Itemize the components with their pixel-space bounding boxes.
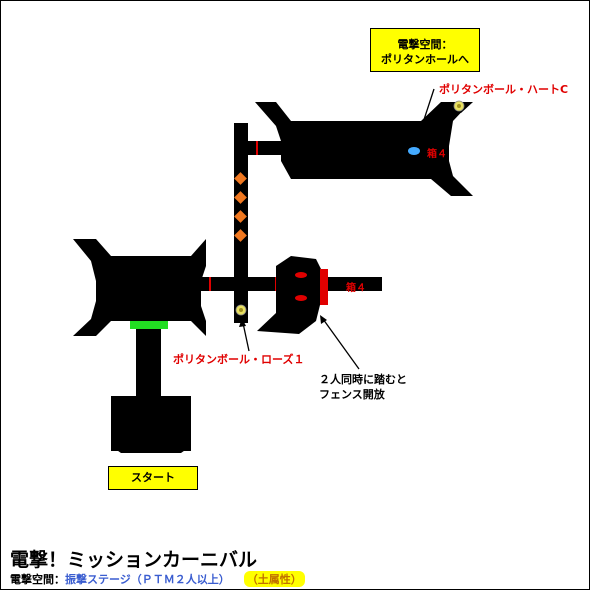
polytan-ball-heart <box>453 100 465 112</box>
fence-gate <box>320 269 328 305</box>
gate-left <box>209 277 211 291</box>
fence-corridor <box>319 277 382 291</box>
subtitle-label: 電撃空間： <box>10 573 65 586</box>
orange-diamond-icon <box>234 191 247 204</box>
top-room <box>248 102 473 196</box>
box-count-mid: 箱４ <box>346 283 366 294</box>
rose-1-label: ポリタンボール・ローズ１ <box>173 353 305 366</box>
warp-box-line-1: 電撃空間： <box>397 38 453 51</box>
stage-subtitle: 電撃空間：振撃ステージ（ＰＴＭ２人以上） （土属性） <box>10 571 305 587</box>
start-corridor <box>136 321 161 396</box>
page-title: 電撃！ミッションカーニバル <box>10 549 258 571</box>
switch-plate-icon <box>295 272 307 278</box>
start-marker <box>130 321 168 329</box>
start-label: スタート <box>131 471 175 484</box>
subtitle-stage: 振撃ステージ（ＰＴＭ２人以上） <box>65 573 230 586</box>
warp-destination-box: 電撃空間： ポリタンホールへ <box>370 28 480 72</box>
fence-room <box>257 256 382 334</box>
orange-diamond-icon <box>234 229 247 242</box>
orange-diamond-icon <box>234 172 247 185</box>
gate-top <box>256 141 258 155</box>
warp-box-line-2: ポリタンホールへ <box>381 53 469 66</box>
box-count-top: 箱４ <box>427 149 447 160</box>
start-box: スタート <box>108 466 198 490</box>
heart-c-label: ポリタンボール・ハートC <box>439 83 569 96</box>
start-area <box>111 321 191 453</box>
orange-diamond-icon <box>234 210 247 223</box>
fence-note-line-1: ２人同時に踏むと <box>319 373 407 386</box>
annotation-arrows <box>239 88 435 370</box>
diamond-items <box>234 172 247 242</box>
vertical-corridor <box>234 123 248 323</box>
fence-note-line-2: フェンス開放 <box>319 388 385 401</box>
left-room <box>73 239 206 336</box>
warp-point-icon <box>408 147 420 155</box>
switch-plate-icon <box>295 295 307 301</box>
polytan-ball-rose <box>235 304 247 316</box>
attribute-badge: （土属性） <box>243 571 305 587</box>
